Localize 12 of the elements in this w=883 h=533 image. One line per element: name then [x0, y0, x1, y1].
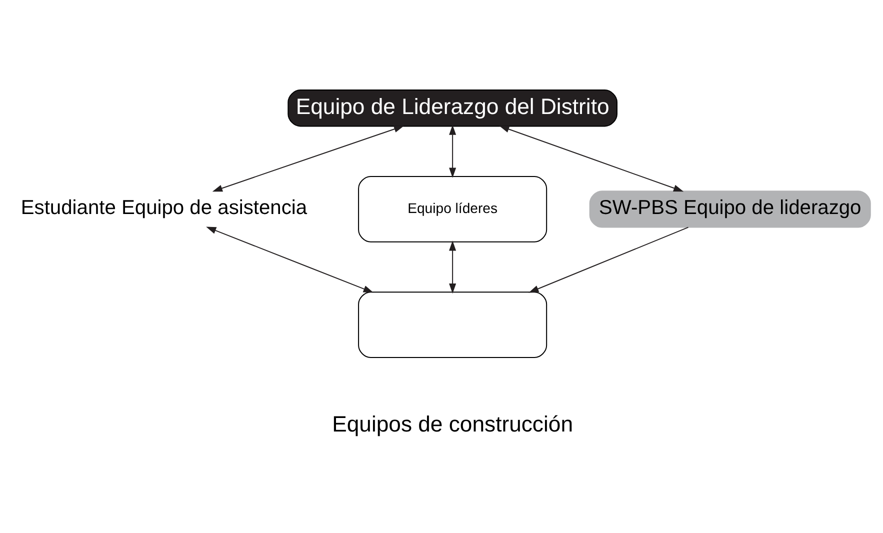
node-box: Equipo líderes [358, 176, 548, 242]
arrow [449, 124, 456, 178]
node-box [358, 291, 548, 358]
arrow [212, 125, 404, 192]
arrow [206, 226, 374, 292]
node-text: Estudiante Equipo de asistencia [20, 196, 308, 219]
node-box: Equipo de Liderazgo del Distrito [288, 89, 618, 126]
arrow [499, 125, 684, 192]
label: Equipos de construcción [332, 411, 574, 436]
arrow [449, 240, 456, 294]
node-box: SW-PBS Equipo de liderazgo [589, 190, 871, 228]
arrow [528, 226, 688, 292]
